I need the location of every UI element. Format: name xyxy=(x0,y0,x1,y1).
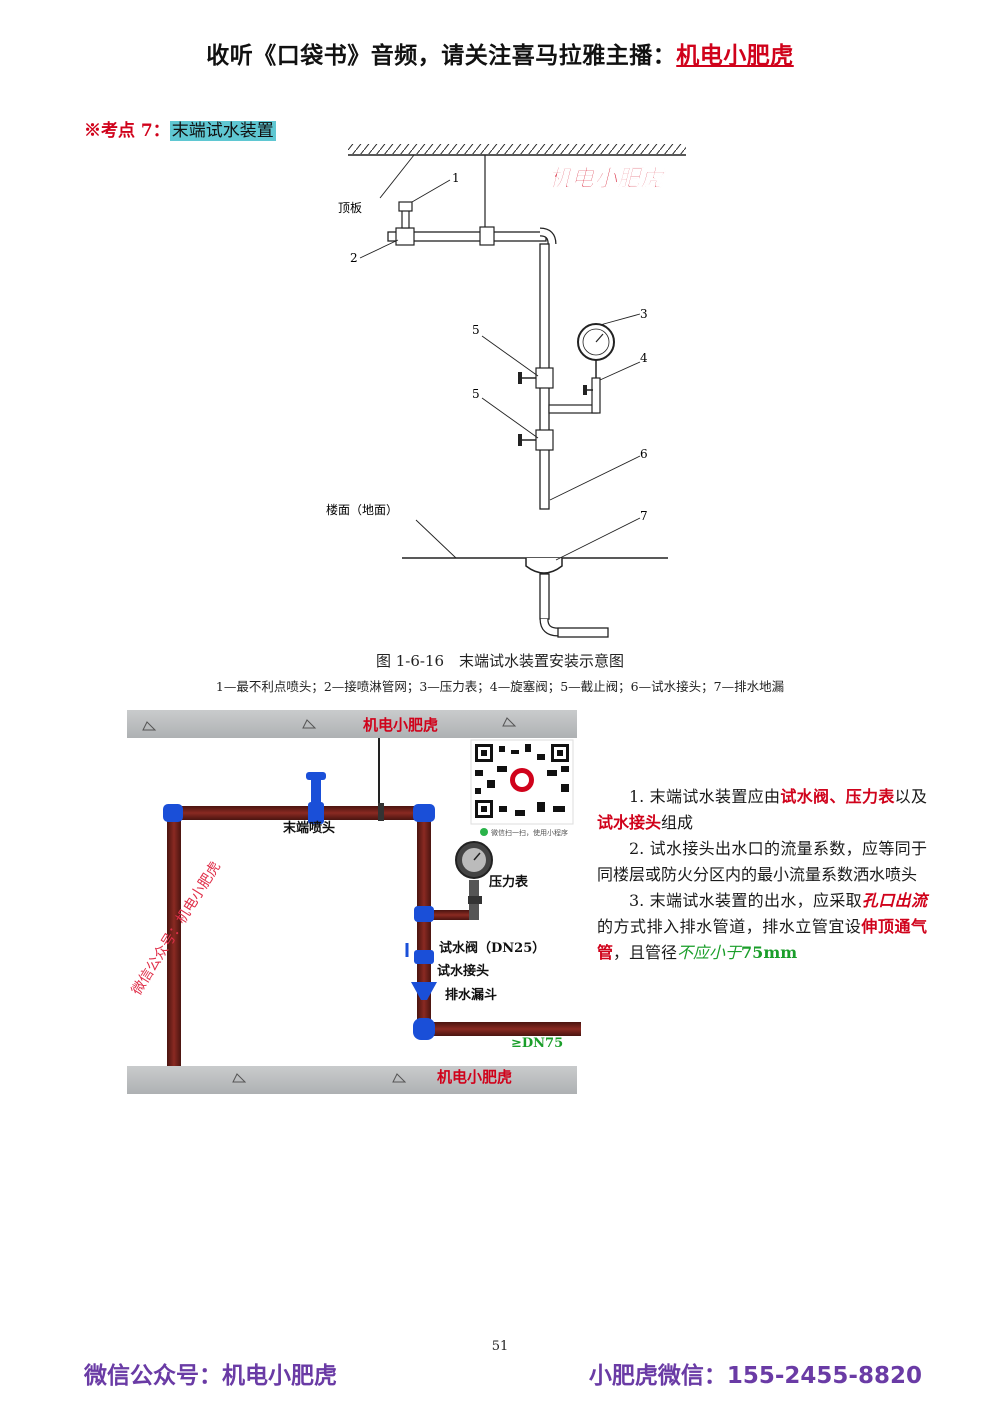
page-number: 51 xyxy=(491,1339,509,1354)
footer-wechat-contact: 小肥虎微信：155-2455-8820 xyxy=(588,1363,922,1389)
label-gauge: 压力表 xyxy=(489,874,529,890)
label-nozzle: 末端喷头 xyxy=(282,820,335,836)
note-2: 2. 试水接头出水口的流量系数，应等同于同楼层或防火分区内的最小流量系数洒水喷头 xyxy=(597,839,927,884)
callout-6: 6 xyxy=(640,447,648,461)
callout-7: 7 xyxy=(640,509,648,523)
figure-caption: 图 1-6-16 末端试水装置安装示意图 xyxy=(375,652,625,670)
callout-5b: 5 xyxy=(472,387,480,401)
footer-wechat-account: 微信公众号：机电小肥虎 xyxy=(84,1363,337,1389)
callout-4: 4 xyxy=(640,351,648,365)
schematic-diagram: 1 2 3 4 5 5 6 7 顶板 楼面（地面） 机电小肥虎 xyxy=(326,144,686,638)
note-1: 1. 末端试水装置应由试水阀、压力表以及试水接头组成 xyxy=(597,787,927,832)
section-number: ※考点 7： xyxy=(84,121,170,141)
pipe-illustration: 微信扫一扫，使用小程序 机电小肥虎 机电小肥虎 微信公众号：机电小肥虎 末端喷头… xyxy=(127,710,581,1094)
callout-2: 2 xyxy=(350,251,358,265)
photo-watermark-top: 机电小肥虎 xyxy=(363,716,438,734)
section-label: ※考点 7：末端试水装置 xyxy=(84,116,276,141)
photo-watermark-bottom: 机电小肥虎 xyxy=(437,1068,512,1086)
callout-3: 3 xyxy=(640,307,648,321)
figure-legend: 1—最不利点喷头；2—接喷淋管网；3—压力表；4—旋塞阀；5—截止阀；6—试水接… xyxy=(215,679,785,694)
label-valve: 试水阀（DN25） xyxy=(439,940,545,956)
page-header: 收听《口袋书》音频，请关注喜马拉雅主播：机电小肥虎 xyxy=(0,36,1000,70)
label-joint: 试水接头 xyxy=(437,963,489,979)
figure-watermark: 机电小肥虎 xyxy=(548,165,666,192)
label-funnel: 排水漏斗 xyxy=(445,987,497,1003)
header-text: 收听《口袋书》音频，请关注喜马拉雅主播： xyxy=(206,42,677,69)
note-3: 3. 末端试水装置的出水，应采取孔口出流的方式排入排水管道，排水立管宜设伸顶通气… xyxy=(597,891,927,962)
header-author-link[interactable]: 机电小肥虎 xyxy=(676,42,794,69)
label-ceiling: 顶板 xyxy=(338,201,362,215)
callout-5a: 5 xyxy=(472,323,480,337)
label-dn75: ≥DN75 xyxy=(511,1036,563,1051)
section-topic: 末端试水装置 xyxy=(169,121,276,141)
requirements-notes: 1. 末端试水装置应由试水阀、压力表以及试水接头组成 2. 试水接头出水口的流量… xyxy=(597,784,927,966)
qr-caption: 微信扫一扫，使用小程序 xyxy=(491,828,568,837)
callout-1: 1 xyxy=(452,171,460,185)
label-floor: 楼面（地面） xyxy=(326,502,398,517)
